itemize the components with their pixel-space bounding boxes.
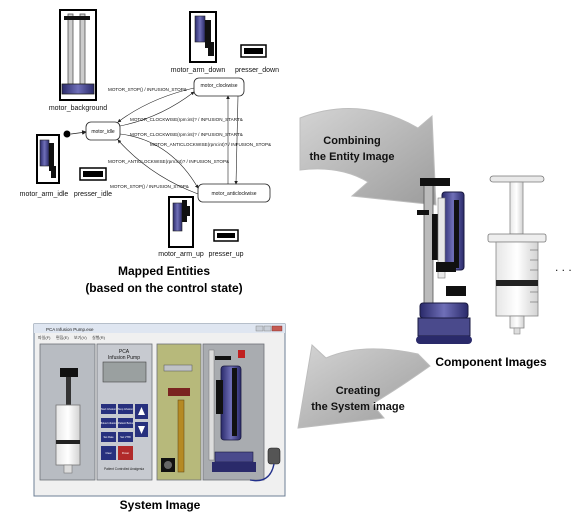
window-title: PCA Infusion Pump.exe <box>46 327 94 332</box>
label-presser-idle: presser_idle <box>74 191 112 198</box>
combining-arrow: Combining the Entity Image <box>299 108 437 206</box>
presser-down-fill <box>244 48 263 54</box>
transition-label-1: MOTOR_STOP() / INFUSION_STOP& <box>108 87 187 92</box>
transition-label-4: MOTOR_ANTICLOCKWISE(rpm:int)? / INFUSION… <box>150 142 271 147</box>
state-motor-clockwise-label: motor_clockwise <box>201 83 238 89</box>
label-presser-down: presser_down <box>235 67 279 74</box>
pump-title-2: Infusion Pump <box>108 355 140 361</box>
menu-file[interactable]: 파일(F) <box>38 334 51 340</box>
label-motor-background: motor_background <box>49 105 107 112</box>
window-titlebar <box>34 324 285 333</box>
close-button[interactable] <box>271 325 283 332</box>
presser-up-fill <box>217 233 235 238</box>
combining-label-1: Combining <box>323 135 380 147</box>
key-patient-bolus[interactable] <box>118 418 133 428</box>
transition-label-6: MOTOR_STOP() / INFUSION_STOP& <box>110 184 189 189</box>
transition-label-3: MOTOR_CLOCKWISE(rpm:int)? / INFUSION_STA… <box>130 132 243 137</box>
label-motor-arm-idle: motor_arm_idle <box>20 191 69 198</box>
initial-transition <box>70 130 87 135</box>
transition-arrow-3 <box>119 133 199 189</box>
motor-arm-down-image <box>189 11 217 63</box>
menu-run[interactable]: 실행(R) <box>92 334 106 340</box>
mapped-entities-subcaption: (based on the control state) <box>85 281 242 295</box>
transition-arrow-5 <box>234 95 239 185</box>
presser-idle-fill <box>83 171 103 177</box>
transition-arrow-1 <box>117 87 195 123</box>
key-bolus-infusion[interactable] <box>101 418 116 428</box>
menu-edit[interactable]: 편집(E) <box>56 334 69 340</box>
component-images: . . . Component Images <box>416 175 572 369</box>
minimize-button[interactable] <box>255 325 264 332</box>
key-set-rate[interactable] <box>101 432 116 442</box>
key-set-vtbi[interactable] <box>118 432 133 442</box>
key-stop-infusion-label: Stop Infusion <box>118 407 134 411</box>
motor-arm-up-image <box>168 196 194 248</box>
transition-label-2: MOTOR_CLOCKWISE(rpm:int)? / INFUSION_STA… <box>130 117 243 122</box>
menu-view[interactable]: 보기(V) <box>74 334 87 340</box>
key-clear-label: Clear <box>105 451 111 455</box>
key-patient-bolus-label: Patient Bolus <box>118 421 134 425</box>
state-motor-idle <box>85 121 121 141</box>
creating-arrow: Creating the System image <box>297 344 431 429</box>
transition-arrow-2 <box>119 91 195 127</box>
pump-display <box>102 361 147 383</box>
label-motor-arm-down: motor_arm_down <box>171 67 226 74</box>
key-set-rate-label: Set Rate <box>103 435 114 439</box>
motor-arm-idle-image <box>36 134 60 184</box>
transition-arrow-4 <box>117 139 199 195</box>
arrow-down-icon <box>138 426 145 434</box>
system-image-caption: System Image <box>120 498 201 512</box>
combining-label-2: the Entity Image <box>310 151 395 163</box>
pump-title-1: PCA <box>119 349 130 355</box>
mapped-entities-panel: motor_background motor_arm_down presser_… <box>20 9 279 295</box>
creating-label-2: the System image <box>311 401 405 413</box>
mapped-entities-caption: Mapped Entities <box>118 264 210 278</box>
state-motor-anticlockwise-label: motor_anticlockwise <box>211 191 256 197</box>
creating-label-1: Creating <box>336 385 381 397</box>
syringe-image <box>487 175 547 335</box>
label-motor-arm-up: motor_arm_up <box>158 251 204 258</box>
state-motor-idle-label: motor_idle <box>91 129 115 135</box>
patient-bolus-handset[interactable] <box>267 447 281 465</box>
arrow-up-icon <box>138 407 145 415</box>
system-image-window: PCA Infusion Pump.exe 파일(F) 편집(E) 보기(V) … <box>33 323 286 497</box>
pump-mechanism-image <box>416 178 472 344</box>
key-start-infusion-label: Start Infusion <box>101 407 117 411</box>
key-stop-infusion[interactable] <box>118 404 133 414</box>
status-text: Patient Controlled Analgesia <box>104 467 144 471</box>
key-set-vtbi-label: Set VTBI <box>120 435 131 439</box>
key-power[interactable] <box>118 446 133 460</box>
more-components-ellipsis: . . . <box>555 260 572 274</box>
label-presser-up: presser_up <box>208 251 243 258</box>
transition-label-5: MOTOR_ANTICLOCKWISE(rpm:int)? / INFUSION… <box>108 159 229 164</box>
key-bolus-infusion-label: Bolus Infusion <box>100 421 117 425</box>
state-motor-anticlockwise <box>197 183 271 203</box>
initial-state-dot <box>63 130 71 138</box>
key-clear[interactable] <box>101 446 116 460</box>
state-motor-clockwise <box>193 77 245 97</box>
handset-cable <box>249 463 275 482</box>
key-power-label: Power <box>122 451 129 455</box>
maximize-button[interactable] <box>263 325 272 332</box>
component-images-caption: Component Images <box>435 355 547 369</box>
key-start-infusion[interactable] <box>101 404 116 414</box>
motor-background-image <box>59 9 97 101</box>
